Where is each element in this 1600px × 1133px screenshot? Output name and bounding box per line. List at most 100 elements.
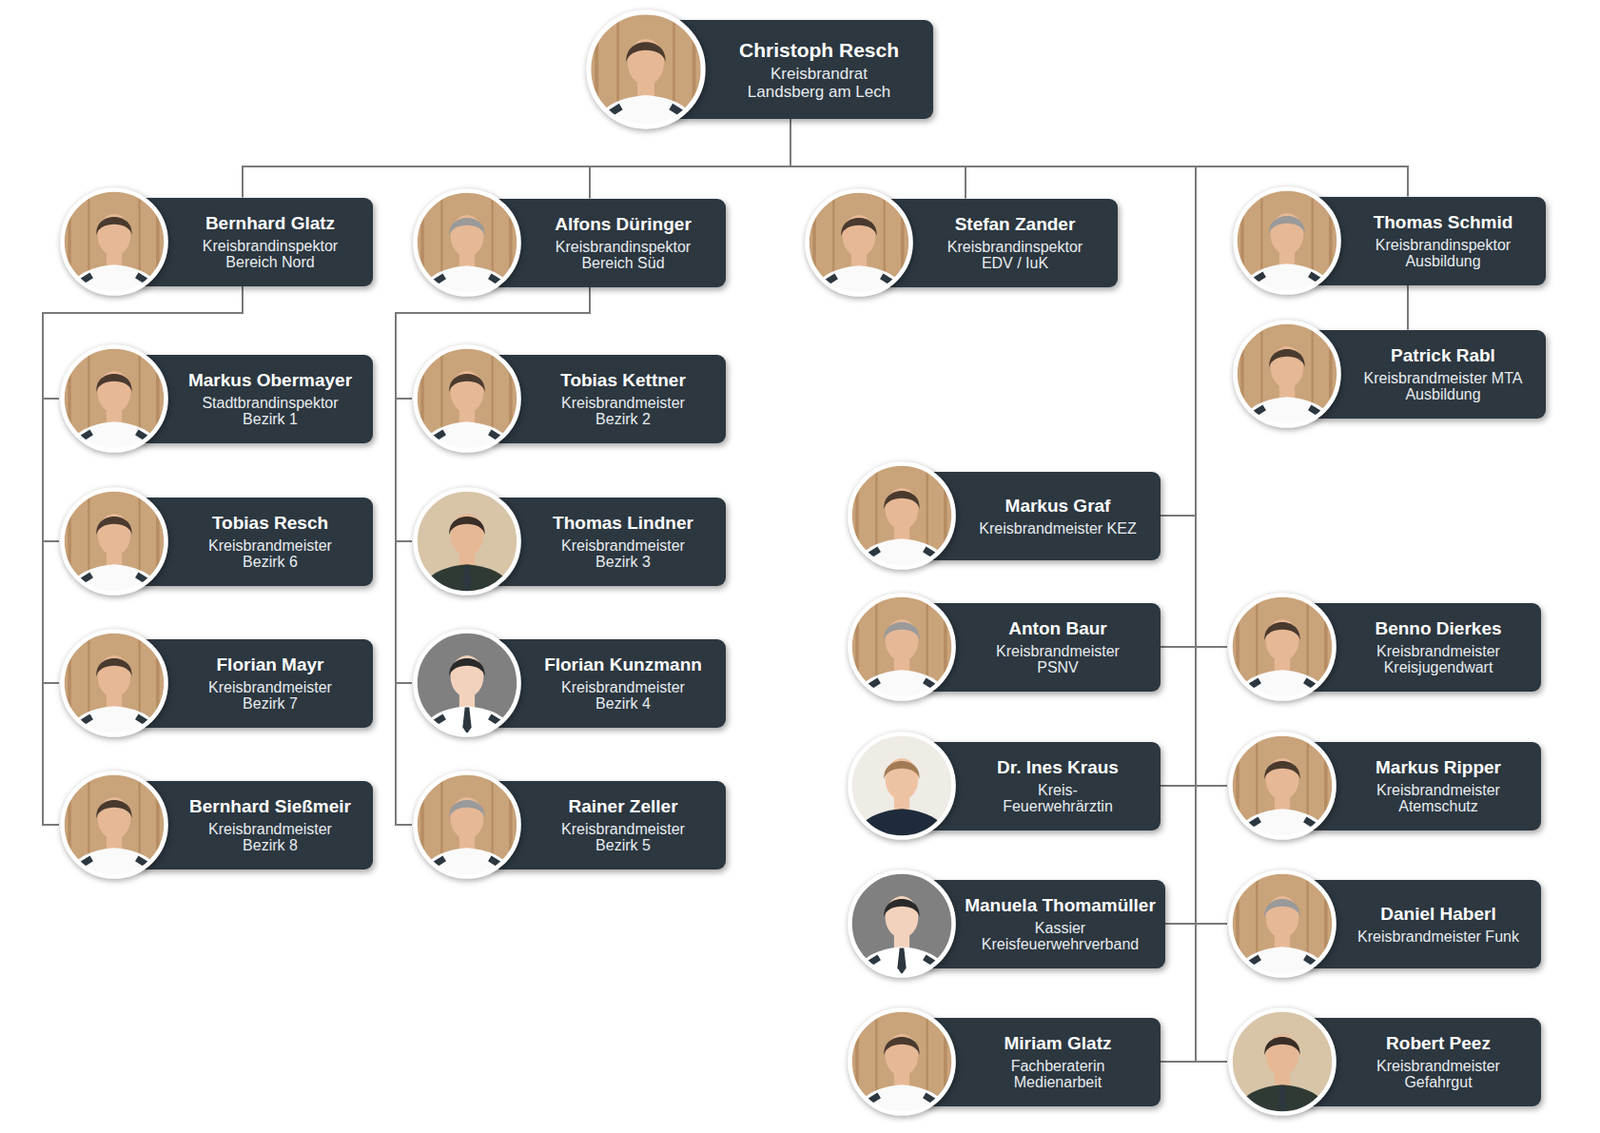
portrait-photo xyxy=(58,186,170,297)
person-name: Miriam Glatz xyxy=(1004,1032,1113,1055)
person-name: Anton Baur xyxy=(1008,617,1107,641)
card-text: Benno DierkesKreisbrandmeister Kreisjuge… xyxy=(1343,591,1534,703)
portrait-photo xyxy=(411,627,523,739)
person-card: Anton BaurKreisbrandmeister PSNV xyxy=(846,591,1161,703)
person-name: Stefan Zander xyxy=(955,213,1076,236)
role-title: Kreisbrandmeister Bezirk 7 xyxy=(189,679,352,713)
person-name: Christoph Resch xyxy=(739,38,899,63)
person-card: Dr. Ines KrausKreis- Feuerwehrärztin xyxy=(846,730,1161,841)
connector xyxy=(790,118,1228,786)
connector xyxy=(790,118,1408,197)
person-name: Bernhard Glatz xyxy=(205,212,335,235)
person-card: Benno DierkesKreisbrandmeister Kreisjuge… xyxy=(1227,591,1542,703)
portrait-photo xyxy=(58,769,170,880)
card-text: Stefan ZanderKreisbrandinspektor EDV / I… xyxy=(919,187,1111,298)
role-title: Kreisbrandmeister Funk xyxy=(1357,928,1520,946)
person-card: Florian MayrKreisbrandmeister Bezirk 7 xyxy=(58,627,373,739)
role-title: Stadtbrandinspektor Bezirk 1 xyxy=(189,394,352,429)
person-name: Daniel Haberl xyxy=(1380,902,1496,926)
person-name: Tobias Kettner xyxy=(560,369,686,392)
person-name: Markus Ripper xyxy=(1375,756,1502,780)
card-text: Miriam GlatzFachberaterin Medienarbeit xyxy=(962,1006,1153,1117)
person-name: Robert Peez xyxy=(1385,1032,1491,1055)
card-text: Bernhard SießmeirKreisbrandmeister Bezir… xyxy=(175,769,366,880)
portrait-photo xyxy=(846,1006,957,1117)
person-card: Christoph ReschKreisbrandrat Landsberg a… xyxy=(585,8,934,131)
role-title: Kreisbrandmeister MTA Ausbildung xyxy=(1362,370,1524,404)
connector xyxy=(790,118,1196,786)
portrait-photo xyxy=(1227,591,1338,703)
person-name: Benno Dierkes xyxy=(1374,617,1502,641)
person-name: Rainer Zeller xyxy=(567,795,678,819)
role-title: Kreisbrandmeister Kreisjugendwart xyxy=(1357,643,1520,677)
person-card: Tobias KettnerKreisbrandmeister Bezirk 2 xyxy=(411,343,726,454)
card-text: Patrick RablKreisbrandmeister MTA Ausbil… xyxy=(1347,318,1539,430)
card-text: Bernhard GlatzKreisbrandinspektor Bereic… xyxy=(175,186,366,297)
card-text: Markus GrafKreisbrandmeister KEZ xyxy=(962,460,1153,571)
connector xyxy=(790,118,1228,924)
connector xyxy=(790,118,1196,516)
role-title: Fachberaterin Medienarbeit xyxy=(976,1057,1139,1092)
person-name: Markus Obermayer xyxy=(188,369,352,392)
connector xyxy=(790,118,1196,647)
role-title: Kreisbrandmeister Bezirk 8 xyxy=(189,820,352,855)
portrait-photo xyxy=(58,486,170,597)
connector xyxy=(790,118,1196,924)
person-name: Florian Mayr xyxy=(216,653,325,677)
role-title: Kreisbrandmeister Bezirk 2 xyxy=(542,394,704,429)
portrait-photo xyxy=(846,730,957,841)
person-name: Tobias Resch xyxy=(212,511,329,535)
person-name: Manuela Thomamüller xyxy=(964,894,1156,918)
card-text: Dr. Ines KrausKreis- Feuerwehrärztin xyxy=(962,730,1153,841)
role-title: Kreisbrandmeister Bezirk 6 xyxy=(189,537,352,571)
person-name: Dr. Ines Kraus xyxy=(996,756,1119,780)
person-card: Daniel HaberlKreisbrandmeister Funk xyxy=(1227,868,1542,979)
connector xyxy=(790,118,1196,1062)
person-card: Thomas SchmidKreisbrandinspektor Ausbild… xyxy=(1231,185,1546,296)
portrait-photo xyxy=(846,591,957,703)
card-text: Alfons DüringerKreisbrandinspektor Berei… xyxy=(527,187,719,298)
portrait-photo xyxy=(1231,185,1343,296)
person-card: Rainer ZellerKreisbrandmeister Bezirk 5 xyxy=(411,769,726,880)
card-text: Rainer ZellerKreisbrandmeister Bezirk 5 xyxy=(527,769,719,880)
portrait-photo xyxy=(58,627,170,739)
connector xyxy=(790,118,1228,647)
role-title: Kreisbrandmeister Gefahrgut xyxy=(1357,1057,1520,1092)
card-box xyxy=(1301,879,1542,969)
role-title: Kreisbrandmeister KEZ xyxy=(976,520,1139,538)
person-name: Alfons Düringer xyxy=(554,213,692,236)
person-card: Markus ObermayerStadtbrandinspektor Bezi… xyxy=(58,343,373,454)
card-box xyxy=(920,471,1161,561)
card-text: Florian KunzmannKreisbrandmeister Bezirk… xyxy=(527,627,719,739)
card-text: Anton BaurKreisbrandmeister PSNV xyxy=(962,591,1153,703)
portrait-photo xyxy=(1227,868,1338,979)
person-card: Stefan ZanderKreisbrandinspektor EDV / I… xyxy=(803,187,1118,298)
portrait-photo xyxy=(411,343,523,454)
card-text: Daniel HaberlKreisbrandmeister Funk xyxy=(1343,868,1534,979)
person-name: Thomas Lindner xyxy=(552,511,694,535)
role-title: Kreisbrandmeister Bezirk 3 xyxy=(542,537,704,571)
person-name: Bernhard Sießmeir xyxy=(189,795,352,819)
card-text: Markus RipperKreisbrandmeister Atemschut… xyxy=(1343,730,1534,841)
card-text: Markus ObermayerStadtbrandinspektor Bezi… xyxy=(175,343,366,454)
person-card: Markus RipperKreisbrandmeister Atemschut… xyxy=(1227,730,1542,841)
role-title: Kreis- Feuerwehrärztin xyxy=(986,781,1130,816)
card-text: Thomas SchmidKreisbrandinspektor Ausbild… xyxy=(1347,185,1539,296)
role-title: Kreisbrandmeister Bezirk 4 xyxy=(542,679,704,713)
card-text: Manuela ThomamüllerKassier Kreisfeuerweh… xyxy=(962,868,1158,979)
portrait-photo xyxy=(1227,730,1338,841)
role-title: Kreisbrandinspektor Bereich Nord xyxy=(189,237,352,272)
portrait-photo xyxy=(411,486,523,597)
person-card: Robert PeezKreisbrandmeister Gefahrgut xyxy=(1227,1006,1542,1117)
person-card: Bernhard GlatzKreisbrandinspektor Bereic… xyxy=(58,186,373,297)
role-title: Kreisbrandmeister Bezirk 5 xyxy=(542,820,704,855)
card-text: Thomas LindnerKreisbrandmeister Bezirk 3 xyxy=(527,486,719,597)
card-text: Christoph ReschKreisbrandrat Landsberg a… xyxy=(712,8,926,131)
card-text: Tobias KettnerKreisbrandmeister Bezirk 2 xyxy=(527,343,719,454)
portrait-photo xyxy=(1227,1006,1338,1117)
portrait-photo xyxy=(846,868,957,979)
person-name: Florian Kunzmann xyxy=(544,653,703,677)
person-card: Tobias ReschKreisbrandmeister Bezirk 6 xyxy=(58,486,373,597)
